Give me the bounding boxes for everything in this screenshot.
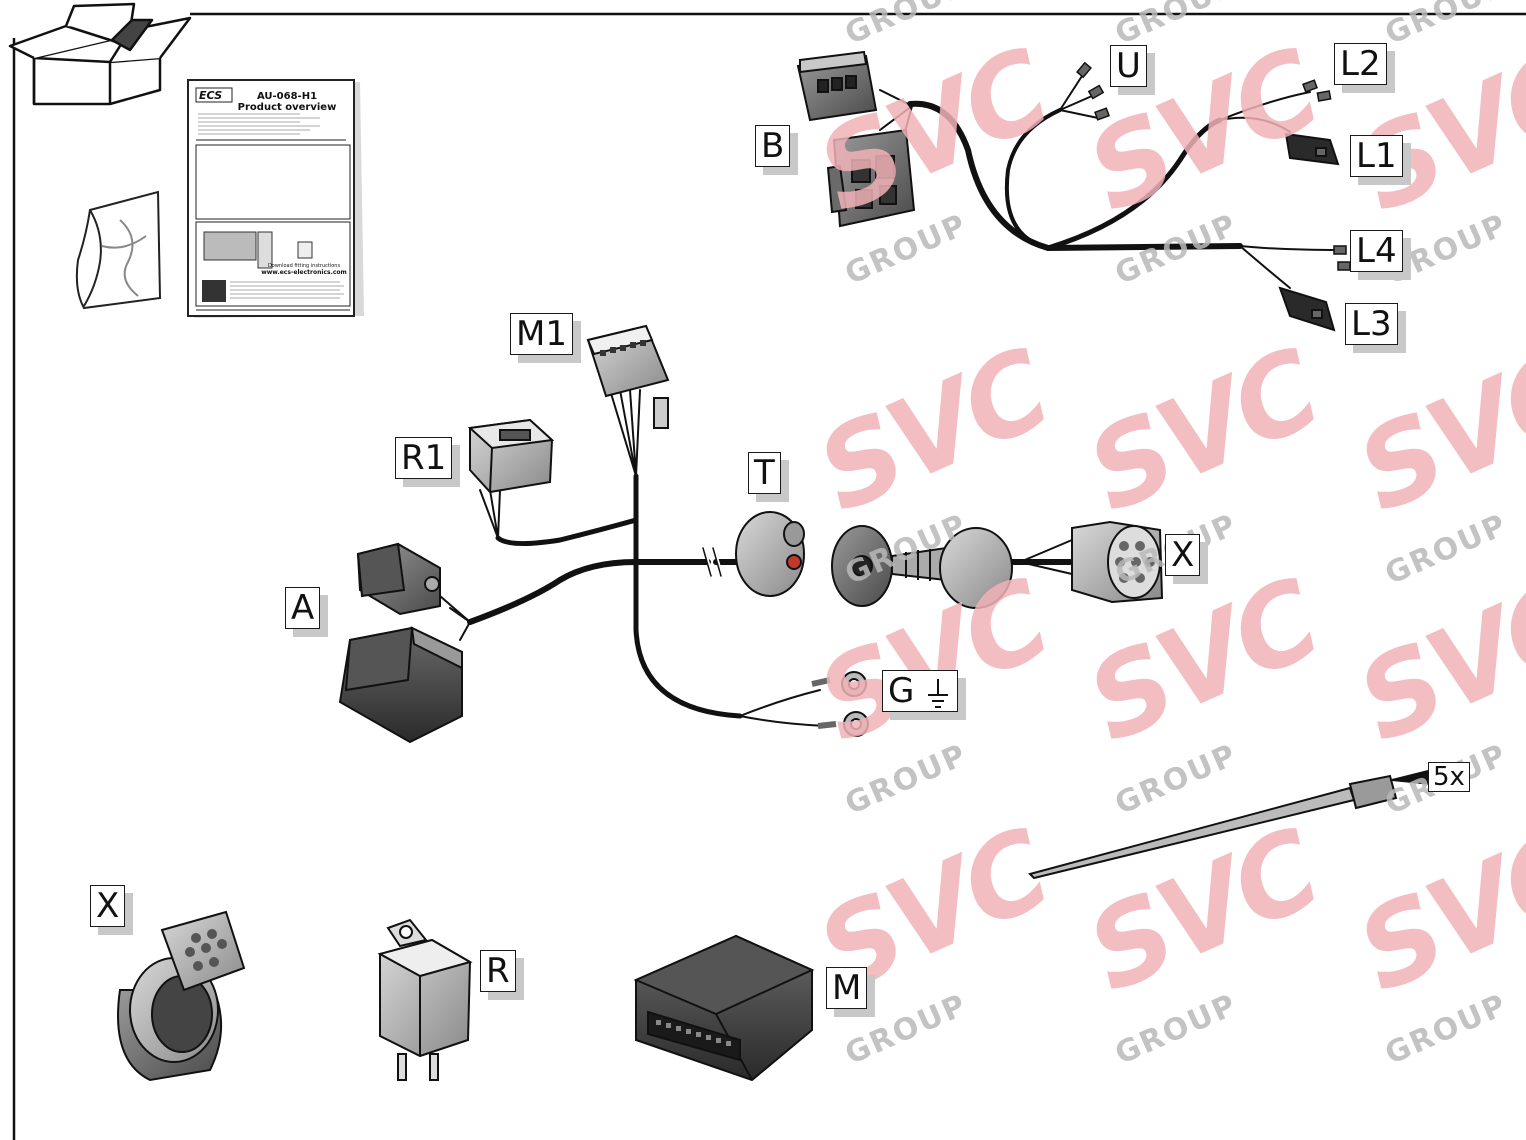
label-g-text: G (888, 671, 915, 711)
label-a: A (285, 587, 329, 637)
plastic-bag-icon (75, 190, 162, 310)
connector-l3 (1278, 286, 1336, 332)
grommet-t (735, 511, 805, 597)
connector-b-lower (826, 128, 916, 228)
label-x-socket: X (90, 885, 134, 935)
label-l4: L4 (1350, 230, 1411, 280)
box-icon (8, 2, 192, 106)
label-quantity: 5x (1428, 762, 1470, 792)
label-t: T (748, 452, 789, 502)
doc-code: AU-068-H1 (257, 91, 317, 102)
label-g: G (882, 670, 967, 720)
socket-x (117, 910, 246, 1082)
label-m1: M1 (510, 313, 581, 363)
frame-border (12, 12, 1526, 1140)
connector-a-upper (356, 542, 441, 616)
cable-tie (1028, 768, 1433, 880)
label-b: B (755, 125, 799, 175)
wire-ends-u (1076, 61, 1110, 121)
label-r1: R1 (395, 437, 461, 487)
label-l2: L2 (1334, 43, 1395, 93)
doc-title: Product overview (238, 102, 337, 113)
relay-r (377, 918, 473, 1081)
instruction-document (187, 79, 364, 318)
module-m (633, 934, 815, 1082)
ground-icon (928, 678, 949, 708)
doc-brand: ECS (199, 89, 222, 102)
label-l1: L1 (1350, 135, 1411, 185)
grommet-plate (831, 525, 893, 607)
harness-b-cables (879, 75, 1341, 289)
relay-r1 (467, 418, 555, 494)
doc-download-text: Download fitting instructions (268, 263, 341, 269)
ring-terminals-g (811, 671, 869, 737)
label-l3: L3 (1345, 303, 1406, 353)
bellow-seal (891, 527, 1013, 609)
label-r: R (480, 950, 524, 1000)
doc-website: www.ecs-electronics.com (261, 269, 347, 276)
wire-ends-l2 (1302, 79, 1332, 102)
label-m: M (826, 967, 876, 1017)
connector-b-upper (796, 50, 878, 122)
plug-x (1071, 520, 1164, 604)
connector-m1 (586, 324, 670, 429)
connector-l1 (1284, 132, 1340, 166)
label-u: U (1110, 45, 1155, 95)
wire-ends-l4 (1333, 245, 1351, 271)
connector-a-lower (338, 626, 463, 744)
label-x-plug: X (1165, 534, 1209, 584)
